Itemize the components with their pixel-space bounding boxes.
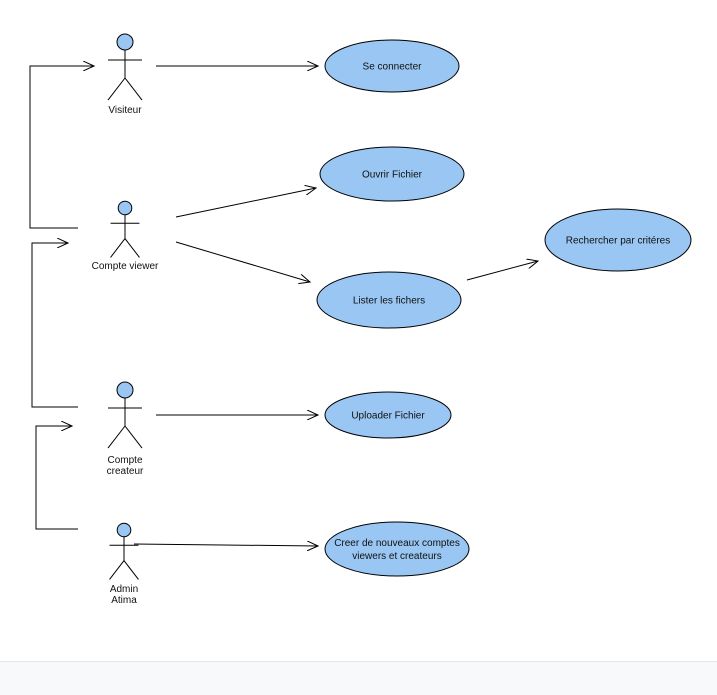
usecase-ellipse <box>319 146 465 202</box>
actor-head <box>116 381 134 399</box>
usecase-label: Rechercher par critéres <box>566 236 670 247</box>
actor-head <box>116 522 132 538</box>
usecase-label: Ouvrir Fichier <box>362 170 423 181</box>
usecase-label: viewers et createurs <box>352 551 441 562</box>
actor-right-leg <box>124 425 143 449</box>
usecase-creer[interactable]: Creer de nouveaux comptes viewers et crea… <box>324 521 470 577</box>
actor-visiteur[interactable]: Visiteur <box>107 33 143 116</box>
actor-head <box>116 33 134 51</box>
usecase-ellipse <box>316 271 462 329</box>
arrow-admin-createur <box>35 426 78 530</box>
usecase-ouvrir[interactable]: Ouvrir Fichier <box>319 146 465 202</box>
connectors <box>29 66 538 546</box>
actor-label: createur <box>107 466 144 477</box>
actor-label: Visiteur <box>108 105 142 116</box>
arrow-createur-viewer <box>31 243 78 408</box>
arrow-viewer-lister <box>175 241 310 282</box>
actor-viewer[interactable]: Compte viewer <box>92 200 159 272</box>
usecase-rechercher[interactable]: Rechercher par critéres <box>544 208 692 272</box>
usecase-label: Creer de nouveaux comptes <box>334 538 460 549</box>
usecase-connecter[interactable]: Se connecter <box>324 39 460 93</box>
arrow-viewer-ouvrir <box>175 188 316 218</box>
actor-label: Compte <box>107 455 142 466</box>
actor-label: Compte viewer <box>92 261 159 272</box>
actor-label: Admin <box>110 584 138 595</box>
usecase-ellipse <box>324 39 460 93</box>
actor-left-leg <box>107 425 126 449</box>
actor-right-leg <box>124 77 143 101</box>
usecase-ellipse <box>324 391 452 439</box>
actor-right-leg <box>123 560 139 580</box>
usecase-lister[interactable]: Lister les fichers <box>316 271 462 329</box>
arrow-lister-rechercher <box>466 261 538 281</box>
usecase-label: Se connecter <box>363 62 423 73</box>
usecase-label: Uploader Fichier <box>351 411 425 422</box>
usecase-ellipse <box>324 521 470 577</box>
actor-left-leg <box>110 238 126 258</box>
actor-left-leg <box>107 77 126 101</box>
actor-label: Atima <box>111 595 137 606</box>
usecase-ellipse <box>544 208 692 272</box>
footer-bar <box>0 661 717 695</box>
arrow-admin-creer <box>133 544 318 546</box>
usecase-label: Lister les fichers <box>353 296 425 307</box>
actor-left-leg <box>109 560 125 580</box>
actor-head <box>117 200 133 216</box>
arrow-viewer-visiteur <box>29 66 94 229</box>
usecase-uploader[interactable]: Uploader Fichier <box>324 391 452 439</box>
actor-right-leg <box>124 238 140 258</box>
